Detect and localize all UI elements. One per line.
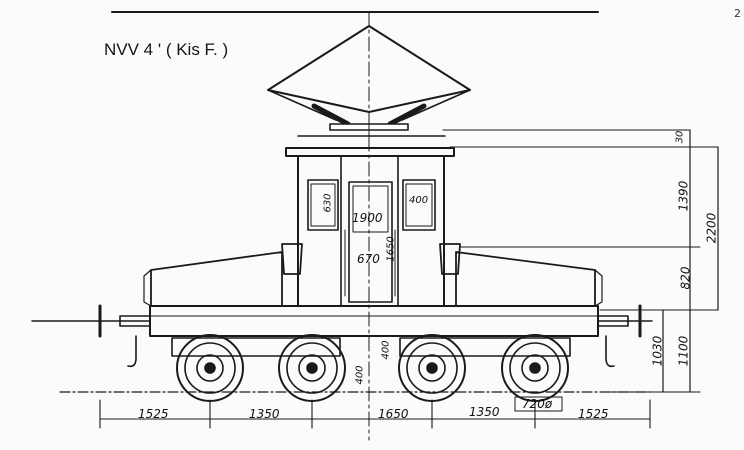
page-marker: 2	[734, 7, 741, 20]
dim-right-1030: 1030	[650, 335, 665, 367]
bottom-dimension-chain	[99, 396, 651, 429]
dim-right-1100: 1100	[676, 335, 691, 367]
wheel-1	[176, 334, 244, 402]
dim-right-2200: 2200	[704, 212, 719, 244]
dim-bottom-3: 1650	[378, 407, 409, 421]
dim-right-820: 820	[678, 266, 693, 290]
vertical-dimension-lines	[662, 129, 719, 393]
dim-door-width: 670	[357, 252, 380, 266]
dim-wheel-diameter: 720ø	[522, 397, 553, 411]
dim-bottom-4: 1350	[469, 405, 500, 419]
couplers	[31, 304, 653, 368]
dim-right-1390: 1390	[676, 180, 691, 212]
bogies	[171, 337, 571, 357]
cab-door	[348, 181, 393, 303]
reference-lines	[442, 129, 719, 393]
dim-window-width: 400	[409, 195, 429, 206]
wheelsets	[176, 334, 569, 402]
dim-bottom-5: 1525	[578, 407, 609, 421]
wheel-3	[398, 334, 466, 402]
dim-window-height: 630	[322, 193, 334, 213]
wheel-2	[278, 334, 346, 402]
pantograph	[267, 25, 471, 149]
dim-right-30: 30	[674, 130, 686, 144]
dim-cab-width: 1900	[352, 211, 383, 225]
dim-door-height: 1650	[385, 236, 397, 262]
cab-window-right	[402, 179, 436, 231]
dim-step-b: 400	[380, 340, 392, 360]
cab-window-left	[307, 179, 339, 231]
dim-step-a: 400	[354, 365, 366, 385]
wheel-4	[501, 334, 569, 402]
dim-bottom-1: 1525	[138, 407, 169, 421]
cab	[285, 147, 455, 307]
drawing-title: NVV 4 ' ( Kis F. )	[104, 40, 229, 59]
frame	[149, 305, 599, 337]
dim-bottom-2: 1350	[249, 407, 280, 421]
